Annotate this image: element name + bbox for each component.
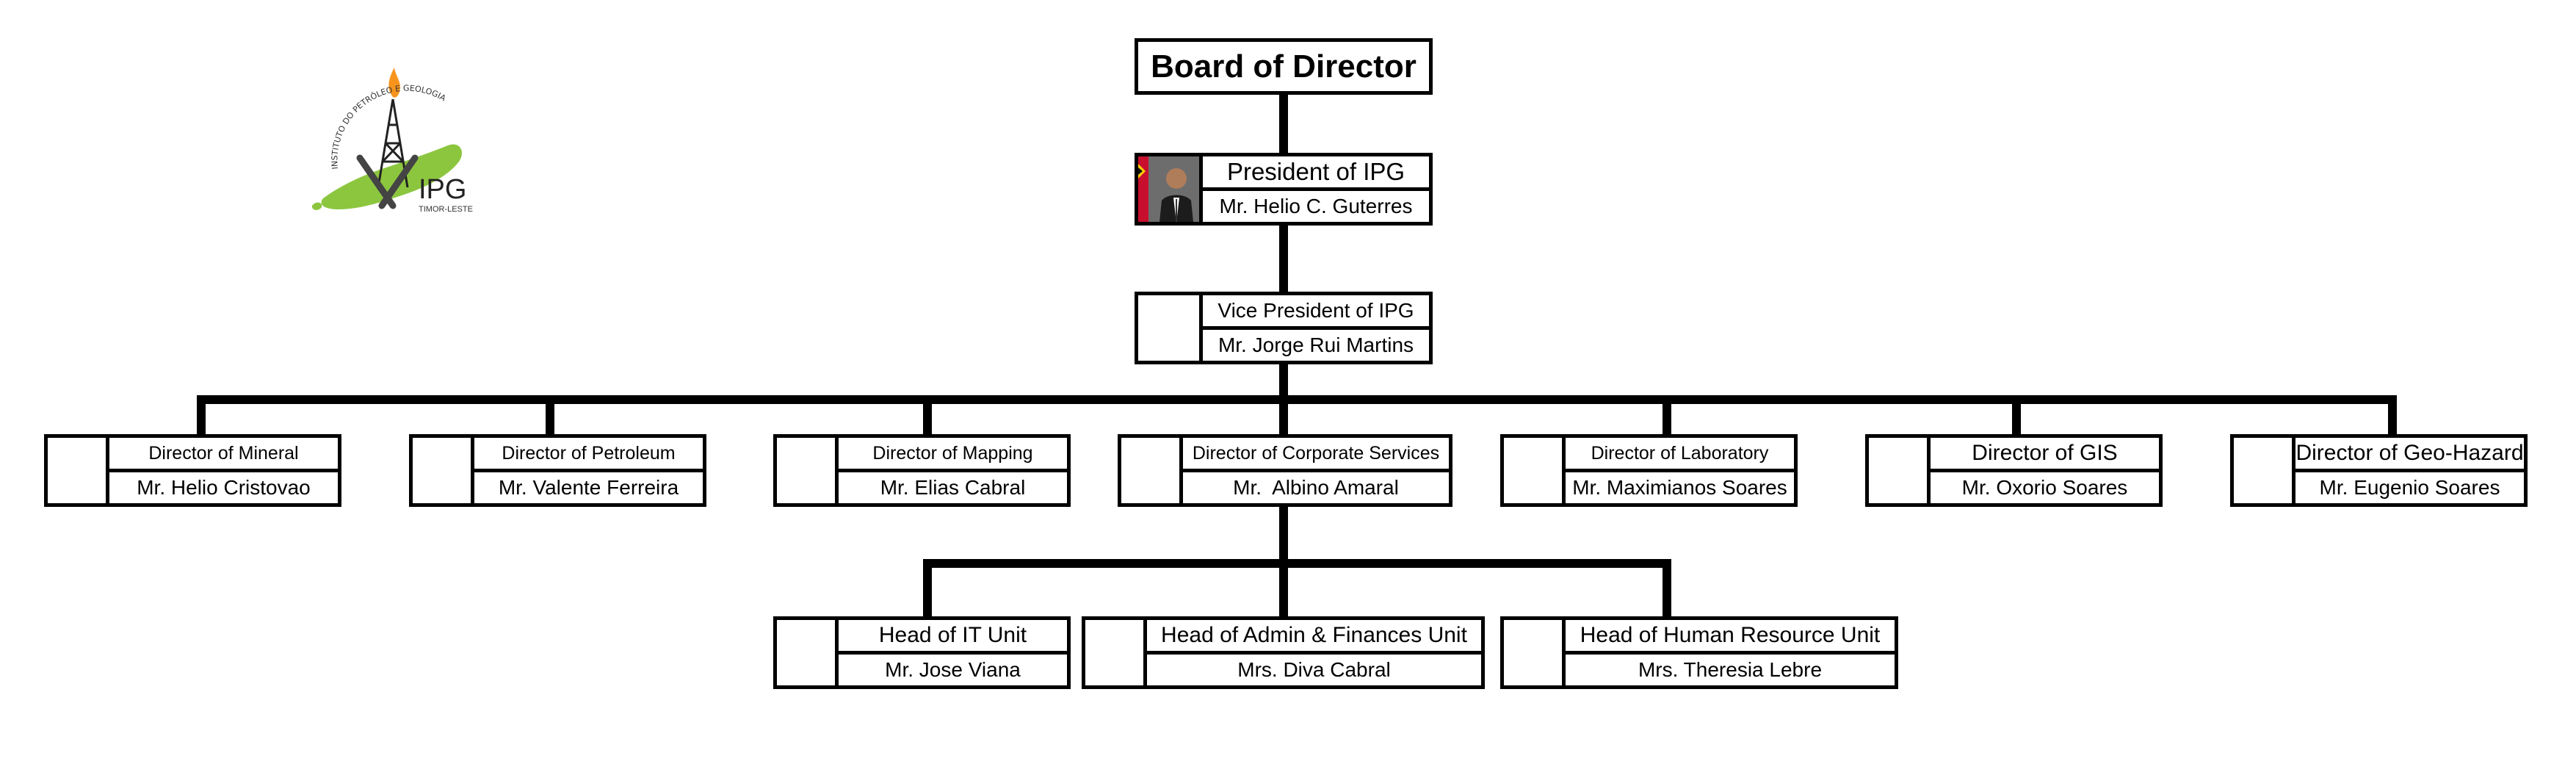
director-name: Mr. Elias Cabral <box>880 476 1026 499</box>
director-photo-placeholder <box>1504 438 1566 503</box>
connector-corporate-to-units <box>1279 505 1288 568</box>
logo-island-shape <box>321 144 463 209</box>
president-photo <box>1138 156 1203 222</box>
connector-drop-hr <box>1663 559 1671 619</box>
president-node: President of IPG Mr. Helio C. Guterres <box>1135 153 1433 226</box>
director-photo-placeholder <box>1869 438 1931 503</box>
vice-president-photo-placeholder <box>1138 295 1203 361</box>
director-photo-placeholder <box>777 438 839 503</box>
logo-ipg-text: IPG <box>419 174 466 205</box>
vice-president-title: Vice President of IPG <box>1218 299 1414 322</box>
director-node-petroleum: Director of Petroleum Mr. Valente Ferrei… <box>409 434 706 507</box>
director-node-mapping: Director of Mapping Mr. Elias Cabral <box>773 434 1071 507</box>
unit-node-human-resource: Head of Human Resource Unit Mrs. Theresi… <box>1500 616 1898 689</box>
connector-drop-gis <box>2012 395 2021 436</box>
board-title: Board of Director <box>1151 48 1417 84</box>
director-photo-placeholder <box>1121 438 1183 503</box>
unit-photo-placeholder <box>1085 620 1147 685</box>
director-photo-placeholder <box>2234 438 2295 503</box>
director-photo-placeholder <box>48 438 109 503</box>
president-title: President of IPG <box>1226 158 1405 185</box>
unit-node-admin-finances: Head of Admin & Finances Unit Mrs. Diva … <box>1082 616 1485 689</box>
connector-drop-mineral <box>197 395 206 436</box>
director-node-geo-hazard: Director of Geo-Hazard Mr. Eugenio Soare… <box>2230 434 2528 507</box>
director-title: Director of Petroleum <box>502 442 676 464</box>
logo-country-text: TIMOR-LESTE <box>419 205 473 214</box>
ipg-logo: INSTITUTO DO PETRÓLEO E GEOLOGIA IPG TIM… <box>311 68 473 214</box>
logo-flame <box>388 68 401 98</box>
connector-board-to-president <box>1279 93 1288 155</box>
connector-drop-mapping <box>923 395 932 436</box>
director-node-mineral: Director of Mineral Mr. Helio Cristovao <box>44 434 341 507</box>
director-title: Director of Mapping <box>872 442 1033 464</box>
director-name: Mr. Albino Amaral <box>1233 476 1399 499</box>
connector-drop-laboratory <box>1663 395 1671 436</box>
unit-title: Head of IT Unit <box>878 623 1027 647</box>
connector-drop-corporate <box>1279 395 1288 436</box>
unit-title: Head of Admin & Finances Unit <box>1161 623 1467 647</box>
director-title: Director of Geo-Hazard <box>2295 441 2524 465</box>
connector-drop-petroleum <box>546 395 554 436</box>
director-title: Director of Corporate Services <box>1192 442 1440 464</box>
connector-vice-to-bus <box>1279 362 1288 404</box>
director-node-corporate-services: Director of Corporate Services Mr. Albin… <box>1118 434 1452 507</box>
director-name: Mr. Eugenio Soares <box>2319 476 2500 499</box>
director-node-laboratory: Director of Laboratory Mr. Maximianos So… <box>1500 434 1798 507</box>
director-title: Director of Laboratory <box>1591 442 1769 464</box>
logo-islet-shape <box>311 202 322 210</box>
connector-drop-geohazard <box>2388 395 2397 436</box>
director-node-gis: Director of GIS Mr. Oxorio Soares <box>1865 434 2163 507</box>
connector-president-to-vice <box>1279 224 1288 294</box>
director-name: Mr. Oxorio Soares <box>1961 476 2128 499</box>
director-name: Mr. Helio Cristovao <box>137 476 311 499</box>
director-name: Mr. Valente Ferreira <box>498 476 679 499</box>
vice-president-name: Mr. Jorge Rui Martins <box>1218 334 1414 356</box>
vice-president-node: Vice President of IPG Mr. Jorge Rui Mart… <box>1135 292 1433 364</box>
director-name: Mr. Maximianos Soares <box>1572 476 1787 499</box>
unit-title: Head of Human Resource Unit <box>1580 623 1881 647</box>
connector-drop-admin <box>1279 559 1288 619</box>
connector-drop-it <box>923 559 932 619</box>
connector-director-bus <box>197 395 2397 404</box>
unit-name: Mrs. Diva Cabral <box>1237 658 1391 681</box>
president-photo-image <box>1138 156 1199 222</box>
director-title: Director of Mineral <box>148 442 299 464</box>
director-photo-placeholder <box>413 438 474 503</box>
board-of-director-box: Board of Director <box>1135 38 1433 95</box>
president-name: Mr. Helio C. Guterres <box>1219 195 1413 217</box>
unit-photo-placeholder <box>1504 620 1566 685</box>
logo-crossed-hammers <box>356 154 419 209</box>
connector-unit-bus <box>923 559 1671 568</box>
unit-photo-placeholder <box>777 620 839 685</box>
unit-name: Mr. Jose Viana <box>885 658 1021 681</box>
unit-node-it: Head of IT Unit Mr. Jose Viana <box>773 616 1071 689</box>
director-title: Director of GIS <box>1972 441 2118 465</box>
unit-name: Mrs. Theresia Lebre <box>1638 658 1823 681</box>
